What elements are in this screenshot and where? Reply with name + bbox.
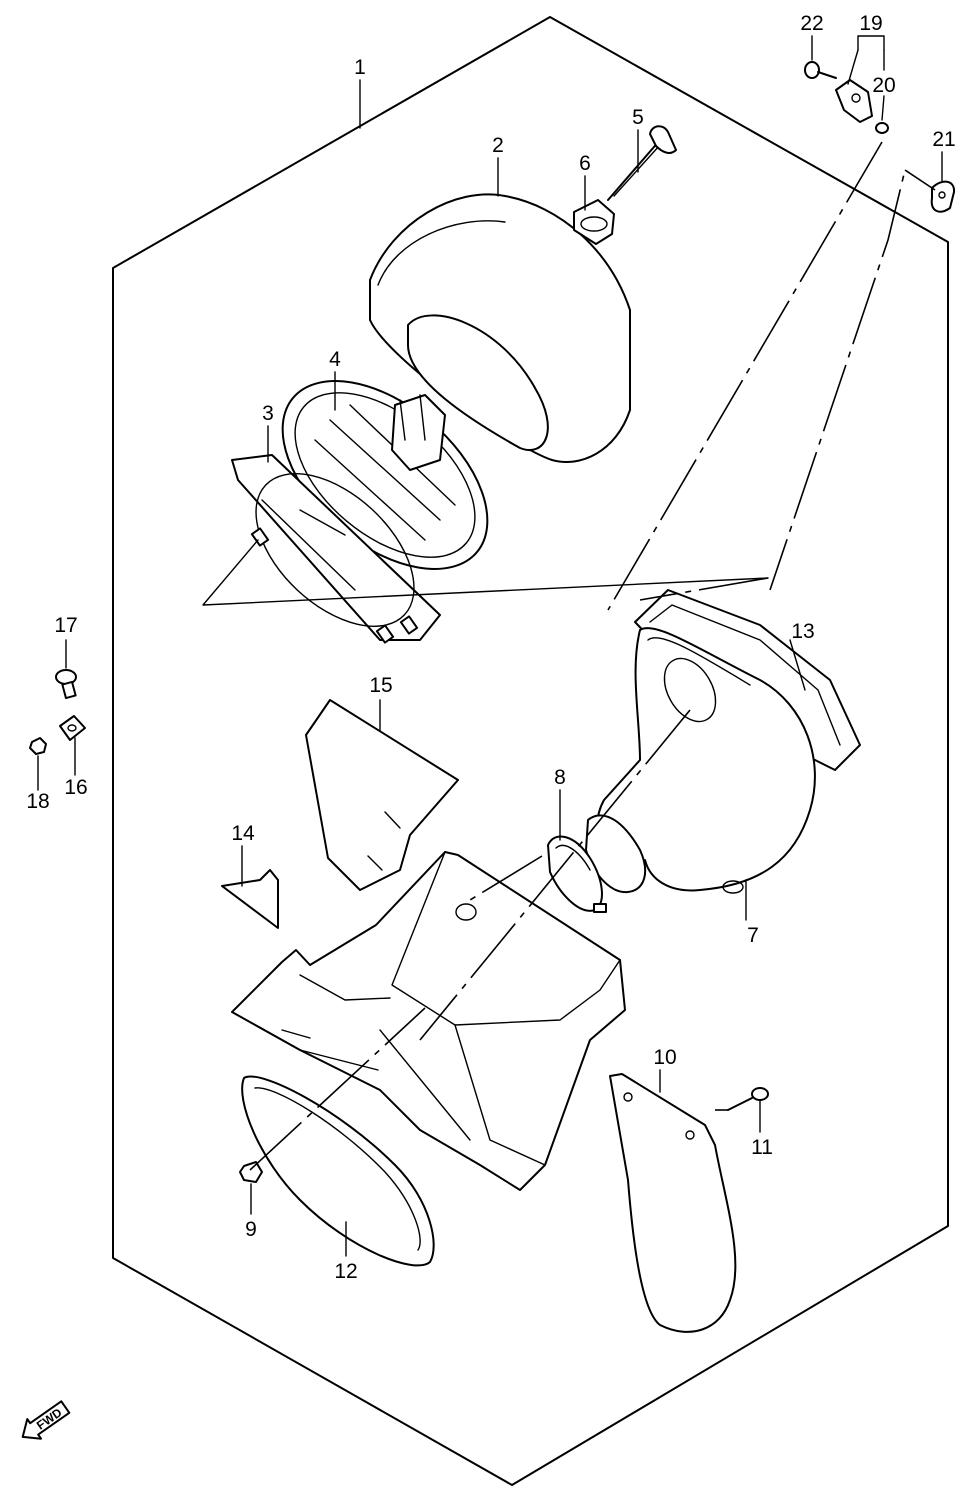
part-labels: 1 2 3 4 5 6 7 8 9 10 11 12 13 14 15 16 1… bbox=[26, 12, 955, 1283]
part-wing-bolt bbox=[607, 125, 677, 201]
part-bracket-19 bbox=[835, 79, 873, 123]
label-14: 14 bbox=[231, 822, 255, 845]
part-filter-element bbox=[369, 193, 631, 463]
part-cover bbox=[609, 1073, 737, 1333]
part-washer-20 bbox=[875, 122, 889, 134]
label-1: 1 bbox=[354, 56, 366, 79]
label-21: 21 bbox=[932, 128, 955, 151]
part-collar bbox=[573, 199, 615, 245]
leader-lines bbox=[37, 35, 943, 1257]
part-bolt-22 bbox=[804, 61, 837, 79]
part-air-cleaner-case bbox=[231, 851, 626, 1191]
label-19: 19 bbox=[859, 12, 882, 35]
part-screw-11 bbox=[727, 1087, 769, 1111]
label-17: 17 bbox=[54, 614, 77, 637]
part-plate bbox=[221, 869, 279, 929]
label-12: 12 bbox=[334, 1260, 357, 1283]
part-grommet-21 bbox=[930, 180, 956, 213]
fwd-arrow-icon: FWD bbox=[21, 1400, 71, 1440]
label-11: 11 bbox=[751, 1136, 773, 1159]
label-15: 15 bbox=[369, 674, 392, 697]
label-6: 6 bbox=[579, 152, 591, 175]
label-20: 20 bbox=[872, 74, 895, 97]
label-18: 18 bbox=[26, 790, 49, 813]
part-duct-panel bbox=[305, 699, 459, 891]
label-4: 4 bbox=[329, 348, 341, 371]
label-8: 8 bbox=[554, 766, 566, 789]
label-9: 9 bbox=[245, 1218, 257, 1241]
label-10: 10 bbox=[653, 1046, 676, 1069]
part-nut-16 bbox=[59, 715, 86, 741]
label-2: 2 bbox=[492, 134, 504, 157]
part-bolt-17 bbox=[55, 669, 77, 700]
part-nut-18 bbox=[29, 737, 47, 755]
part-nut bbox=[239, 1161, 263, 1183]
assembly-outline bbox=[112, 16, 949, 1486]
label-5: 5 bbox=[632, 106, 644, 129]
label-7: 7 bbox=[747, 924, 759, 947]
part-clamp bbox=[547, 835, 607, 913]
label-3: 3 bbox=[262, 402, 274, 425]
alignment-lines bbox=[249, 141, 936, 1171]
label-22: 22 bbox=[800, 12, 823, 35]
label-16: 16 bbox=[64, 776, 87, 799]
part-gasket bbox=[241, 1075, 435, 1267]
part-filter-holder bbox=[231, 454, 441, 644]
label-13: 13 bbox=[791, 620, 814, 643]
